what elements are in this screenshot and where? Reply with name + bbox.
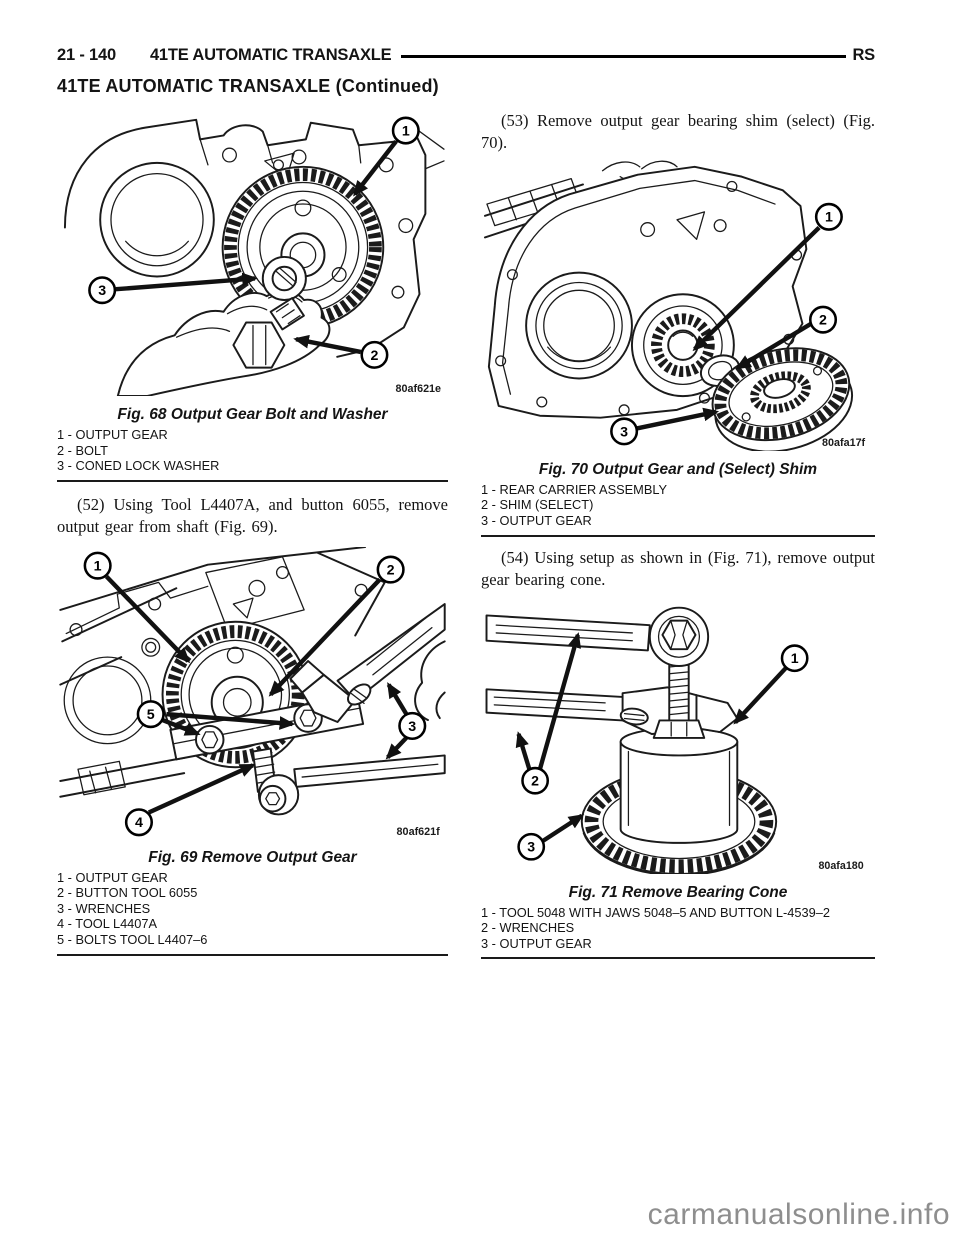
svg-text:3: 3 xyxy=(98,283,106,299)
svg-text:3: 3 xyxy=(527,838,535,854)
callout-2: 2 xyxy=(360,340,389,369)
svg-text:1: 1 xyxy=(791,650,799,666)
figure-69: 1 2 3 5 4 80af621f xyxy=(57,546,448,839)
fig68-illustration: 1 3 2 80af621e xyxy=(63,116,445,396)
section-title: 41TE AUTOMATIC TRANSAXLE xyxy=(149,46,392,64)
image-code: 80afa180 xyxy=(818,860,863,872)
svg-text:2: 2 xyxy=(531,772,539,788)
svg-text:2: 2 xyxy=(819,312,827,328)
image-code: 80af621e xyxy=(396,383,442,395)
svg-text:3: 3 xyxy=(620,424,628,440)
adjustable-wrench-drawing xyxy=(289,602,446,723)
svg-text:2: 2 xyxy=(370,348,378,364)
fig71-caption: Fig. 71 Remove Bearing Cone xyxy=(568,883,788,901)
callout-2: 2 xyxy=(376,555,405,584)
watermark: carmanualsonline.info xyxy=(647,1198,950,1231)
image-code: 80afa17f xyxy=(822,437,866,449)
figure-70: 1 2 3 80afa17f xyxy=(481,159,875,451)
right-column: (53) Remove output gear bearing shim (se… xyxy=(481,104,875,960)
callout-1: 1 xyxy=(83,551,112,580)
fig69-legend: 1 - OUTPUT GEAR 2 - BUTTON TOOL 6055 3 -… xyxy=(57,870,448,948)
callout-1: 1 xyxy=(391,116,420,145)
legend-rule xyxy=(481,957,875,960)
callout-3: 3 xyxy=(517,832,546,861)
figure-68: 1 3 2 80af621e xyxy=(57,110,448,396)
callout-1: 1 xyxy=(814,202,843,231)
puller-cylinder-drawing xyxy=(619,726,739,844)
bolt-drawing xyxy=(232,297,305,369)
washer-drawing xyxy=(261,255,307,301)
fig71-legend: 1 - TOOL 5048 WITH JAWS 5048–5 AND BUTTO… xyxy=(481,905,875,952)
fig70-legend: 1 - REAR CARRIER ASSEMBLY 2 - SHIM (SELE… xyxy=(481,482,875,529)
legend-item: 5 - BOLTS TOOL L4407–6 xyxy=(57,932,208,948)
legend-item: 1 - OUTPUT GEAR xyxy=(57,427,168,442)
continued-title: 41TE AUTOMATIC TRANSAXLE (Continued) xyxy=(57,76,439,96)
callout-1: 1 xyxy=(780,643,809,672)
fig69-caption: Fig. 69 Remove Output Gear xyxy=(148,848,357,866)
corner-label: RS xyxy=(852,46,875,64)
box-wrench-drawing xyxy=(485,606,710,667)
legend-rule xyxy=(481,534,875,537)
callout-4: 4 xyxy=(124,807,154,837)
output-gear-drawing xyxy=(711,347,854,451)
svg-text:1: 1 xyxy=(94,558,102,574)
header-rule xyxy=(401,55,847,58)
legend-item: 1 - TOOL 5048 WITH JAWS 5048–5 AND BUTTO… xyxy=(481,904,830,920)
legend-item: 3 - OUTPUT GEAR xyxy=(481,935,592,951)
fig70-illustration: 1 2 3 80afa17f xyxy=(483,160,866,451)
open-end-wrench-drawing xyxy=(257,754,446,816)
step-53: (53) Remove output gear bearing shim (se… xyxy=(481,111,875,153)
svg-text:1: 1 xyxy=(825,210,833,226)
fig68-caption: Fig. 68 Output Gear Bolt and Washer xyxy=(117,406,388,423)
legend-item: 3 - OUTPUT GEAR xyxy=(481,513,592,529)
hand-drawing xyxy=(414,640,446,721)
legend-item: 2 - BOLT xyxy=(57,442,108,458)
legend-item: 3 - WRENCHES xyxy=(57,900,151,916)
callout-3: 3 xyxy=(610,417,639,446)
fig71-illustration: 1 2 3 80afa180 xyxy=(485,606,864,874)
legend-item: 2 - SHIM (SELECT) xyxy=(481,497,594,513)
svg-text:1: 1 xyxy=(402,123,410,139)
legend-rule xyxy=(57,479,448,482)
svg-text:2: 2 xyxy=(387,562,395,578)
callout-2: 2 xyxy=(521,766,550,795)
fig70-caption: Fig. 70 Output Gear and (Select) Shim xyxy=(538,460,818,478)
legend-item: 4 - TOOL L4407A xyxy=(57,916,158,932)
fig68-legend: 1 - OUTPUT GEAR 2 - BOLT 3 - CONED LOCK … xyxy=(57,427,448,474)
figure-71: 1 2 3 80afa180 xyxy=(481,596,875,874)
callout-3: 3 xyxy=(88,276,117,305)
page-header: 21 - 140 41TE AUTOMATIC TRANSAXLE RS xyxy=(57,46,875,65)
callout-2: 2 xyxy=(809,305,838,334)
image-code: 80af621f xyxy=(397,826,441,838)
svg-text:3: 3 xyxy=(408,719,416,735)
svg-text:5: 5 xyxy=(147,707,155,723)
legend-item: 2 - BUTTON TOOL 6055 xyxy=(57,885,198,901)
transaxle-case-drawing xyxy=(59,546,386,798)
left-column: 1 3 2 80af621e Fig. 68 Output Gear Bolt … xyxy=(57,104,448,956)
legend-item: 3 - CONED LOCK WASHER xyxy=(57,458,220,474)
step-52: (52) Using Tool L4407A, and button 6055,… xyxy=(57,494,448,537)
legend-item: 1 - REAR CARRIER ASSEMBLY xyxy=(481,481,668,497)
legend-item: 2 - WRENCHES xyxy=(481,920,575,936)
legend-rule xyxy=(57,953,448,956)
callout-5: 5 xyxy=(136,699,165,728)
callout-3: 3 xyxy=(398,711,427,740)
legend-item: 1 - OUTPUT GEAR xyxy=(57,869,168,885)
forcing-screw-drawing xyxy=(652,650,706,739)
step-54: (54) Using setup as shown in (Fig. 71), … xyxy=(481,547,875,590)
page-number: 21 - 140 xyxy=(57,46,116,64)
fig69-illustration: 1 2 3 5 4 80af621f xyxy=(59,546,446,838)
svg-text:4: 4 xyxy=(135,815,143,831)
